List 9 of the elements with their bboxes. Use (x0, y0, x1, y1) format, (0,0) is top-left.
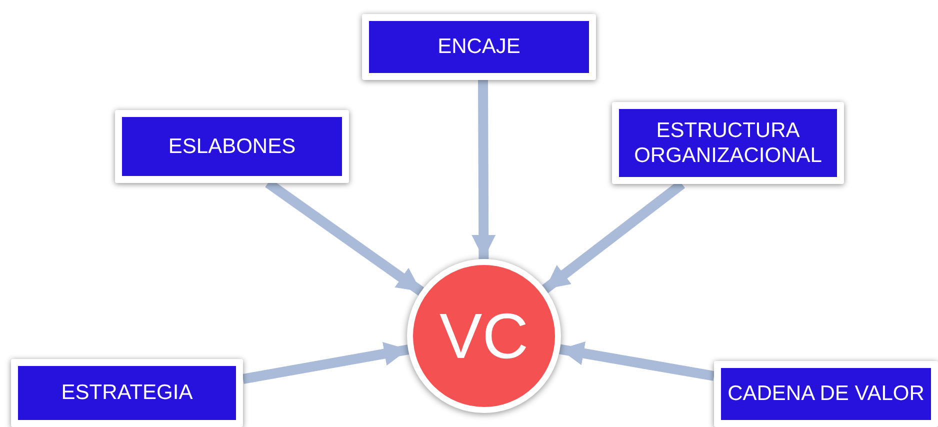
arrow (559, 341, 715, 381)
arrow (242, 342, 410, 384)
box-label: CADENA DE VALOR (726, 381, 926, 407)
box-label: ENCAJE (436, 34, 522, 60)
circle-label: VC (438, 299, 530, 373)
box-label: ESTRATEGIA (60, 380, 194, 406)
arrow (472, 80, 496, 260)
box-label: ESLABONES (167, 134, 297, 160)
box-label: ESTRUCTURA ORGANIZACIONAL (633, 118, 823, 168)
